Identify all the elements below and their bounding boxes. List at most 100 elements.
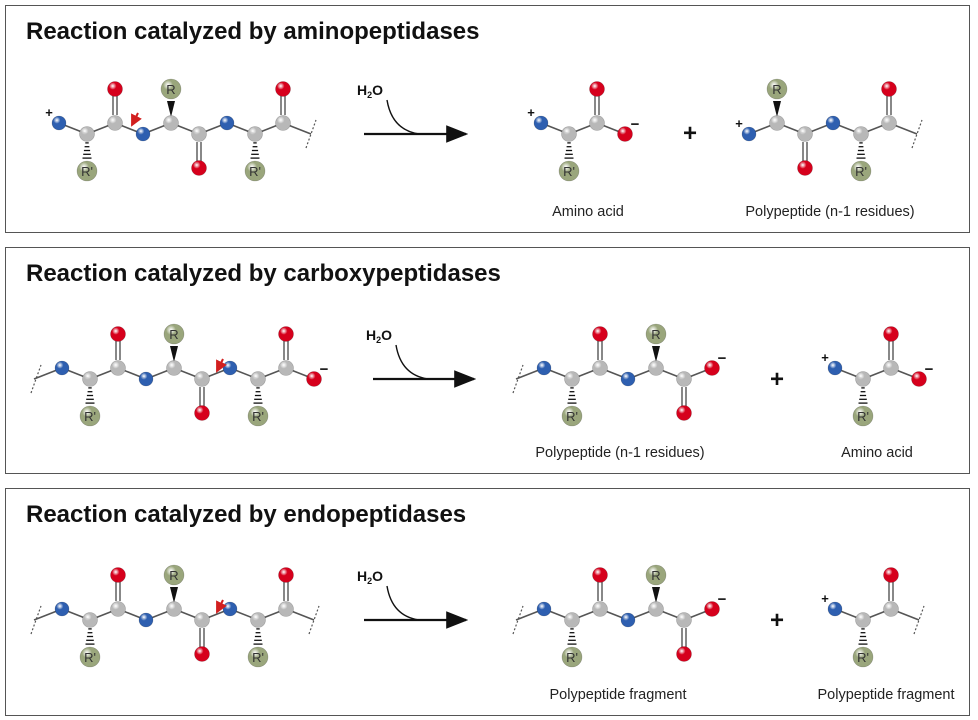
side-chain-label: R' <box>252 409 264 424</box>
carbon-atom <box>166 601 182 617</box>
wedge-bond <box>167 101 175 117</box>
side-chain-label: R' <box>855 164 867 179</box>
nitrogen-atom <box>533 115 549 131</box>
side-chain-atom <box>766 78 788 100</box>
side-chain-label: R <box>772 82 781 97</box>
side-chain-atom <box>561 405 583 427</box>
side-chain-label: R <box>169 327 178 342</box>
positive-charge: + <box>735 116 743 131</box>
carbon-atom <box>247 126 263 142</box>
carbon-atom <box>275 115 291 131</box>
panel-carboxypeptidases: Reaction catalyzed by carboxypeptidases … <box>5 247 970 474</box>
carbon-atom <box>769 115 785 131</box>
wedge-bond <box>773 101 781 117</box>
carbon-atom <box>881 115 897 131</box>
side-chain-atom <box>247 646 269 668</box>
nitrogen-atom <box>536 601 552 617</box>
water-label: H2O <box>366 327 392 345</box>
carbon-atom <box>166 360 182 376</box>
water-input-curve <box>395 344 429 380</box>
positive-charge: + <box>821 350 829 365</box>
carbon-atom <box>163 115 179 131</box>
oxygen-atom <box>676 646 692 662</box>
chain-continuation <box>913 605 925 635</box>
cleavage-arrow-icon <box>216 599 227 614</box>
cleavage-arrow-icon <box>131 112 142 127</box>
wedge-bond <box>170 587 178 603</box>
carbon-atom <box>194 612 210 628</box>
side-chain-atom <box>76 160 98 182</box>
side-chain-atom <box>163 323 185 345</box>
carbon-atom <box>191 126 207 142</box>
oxygen-atom <box>194 405 210 421</box>
oxygen-atom <box>589 81 605 97</box>
side-chain-atom <box>160 78 182 100</box>
side-chain-atom <box>850 160 872 182</box>
nitrogen-atom <box>825 115 841 131</box>
carbon-atom <box>883 601 899 617</box>
side-chain-label: R' <box>857 650 869 665</box>
nitrogen-atom <box>620 612 636 628</box>
negative-charge: − <box>320 361 329 378</box>
carbon-atom <box>278 601 294 617</box>
oxygen-atom <box>194 646 210 662</box>
product-label: Amino acid <box>552 204 624 220</box>
nitrogen-atom <box>54 360 70 376</box>
oxygen-atom <box>883 567 899 583</box>
carbon-atom <box>676 371 692 387</box>
oxygen-atom <box>911 371 927 387</box>
side-chain-label: R <box>169 568 178 583</box>
side-chain-atom <box>645 323 667 345</box>
carbon-atom <box>194 371 210 387</box>
nitrogen-atom <box>827 601 843 617</box>
oxygen-atom <box>306 371 322 387</box>
water-input-curve <box>386 99 420 135</box>
chain-continuation <box>512 605 524 635</box>
carbon-atom <box>592 360 608 376</box>
oxygen-atom <box>592 326 608 342</box>
carbon-atom <box>797 126 813 142</box>
positive-charge: + <box>527 105 535 120</box>
oxygen-atom <box>676 405 692 421</box>
nitrogen-atom <box>222 601 238 617</box>
negative-charge: − <box>718 350 727 367</box>
oxygen-atom <box>617 126 633 142</box>
side-chain-atom <box>244 160 266 182</box>
side-chain-atom <box>852 646 874 668</box>
product-label: Polypeptide fragment <box>549 687 687 703</box>
plus-sign: + <box>770 366 784 393</box>
carbon-atom <box>855 371 871 387</box>
oxygen-atom <box>110 326 126 342</box>
oxygen-atom <box>883 326 899 342</box>
carbon-atom <box>676 612 692 628</box>
product-label: Polypeptide (n-1 residues) <box>535 445 705 461</box>
chain-continuation <box>305 119 317 149</box>
oxygen-atom <box>797 160 813 176</box>
water-label: H2O <box>357 82 383 100</box>
chain-continuation <box>30 364 42 394</box>
wedge-bond <box>652 346 660 362</box>
plus-sign: + <box>683 120 697 147</box>
oxygen-atom <box>704 601 720 617</box>
nitrogen-atom <box>222 360 238 376</box>
panel-title: Reaction catalyzed by carboxypeptidases <box>26 260 501 287</box>
side-chain-atom <box>247 405 269 427</box>
carbon-atom <box>883 360 899 376</box>
negative-charge: − <box>718 591 727 608</box>
panel-endopeptidases: Reaction catalyzed by endopeptidases R'R… <box>5 488 970 716</box>
carbon-atom <box>855 612 871 628</box>
carbon-atom <box>648 360 664 376</box>
oxygen-atom <box>110 567 126 583</box>
plus-sign: + <box>770 607 784 634</box>
panel-aminopeptidases: Reaction catalyzed by aminopeptidases R'… <box>5 5 970 233</box>
nitrogen-atom <box>219 115 235 131</box>
side-chain-label: R' <box>81 164 93 179</box>
nitrogen-atom <box>620 371 636 387</box>
carbon-atom <box>561 126 577 142</box>
carbon-atom <box>107 115 123 131</box>
carbon-atom <box>110 601 126 617</box>
side-chain-atom <box>558 160 580 182</box>
panel-title: Reaction catalyzed by aminopeptidases <box>26 18 480 45</box>
side-chain-atom <box>163 564 185 586</box>
